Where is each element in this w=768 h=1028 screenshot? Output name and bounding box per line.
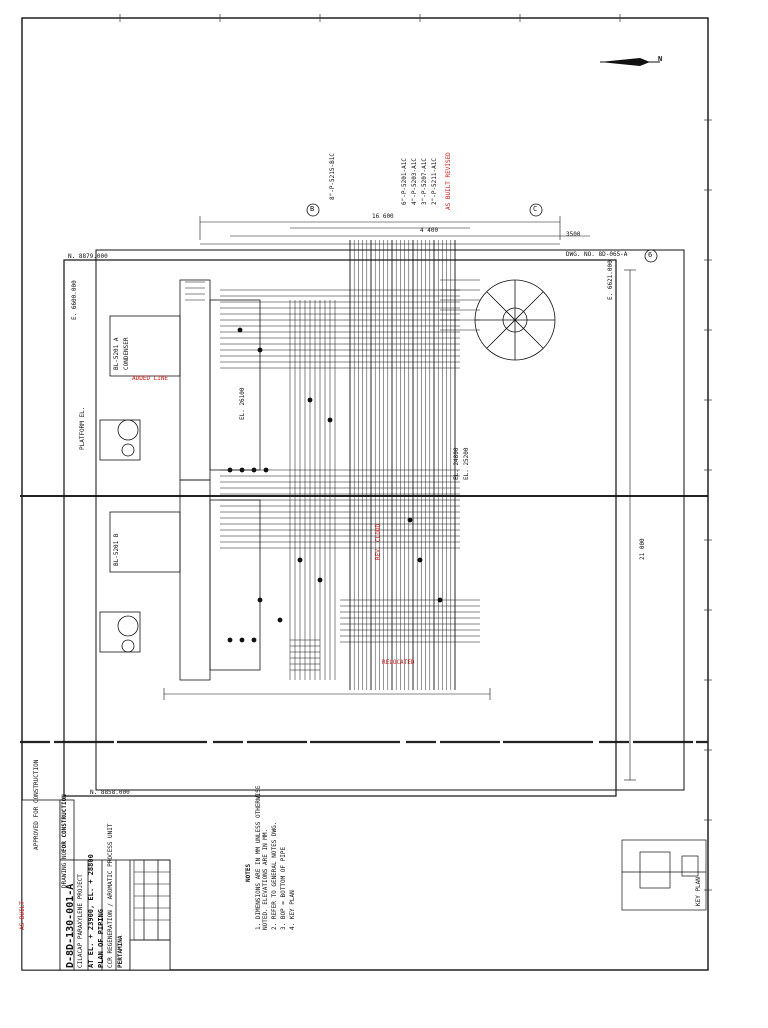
valve-icon bbox=[277, 617, 283, 623]
status-stamp: FOR CONSTRUCTION bbox=[61, 794, 68, 852]
valve-icon bbox=[257, 597, 263, 603]
line-callout: 6"-P-5201-A1C bbox=[401, 158, 408, 205]
grid-bubble-label: C bbox=[533, 205, 538, 213]
key-plan-box bbox=[621, 839, 707, 911]
coord-north-top: N. 8879.000 bbox=[68, 253, 108, 260]
line-callout: 3"-P-5207-A1C bbox=[421, 158, 428, 205]
approval-stamp: APPROVED FOR CONSTRUCTION bbox=[33, 759, 40, 850]
pipe-header-lines bbox=[220, 279, 480, 643]
line-callout: EL. 24800 bbox=[453, 447, 460, 480]
coord-east-left: E. 6600.000 bbox=[71, 280, 78, 320]
valve-icon bbox=[257, 347, 263, 353]
coord-north-bottom: N. 8858.000 bbox=[90, 789, 130, 796]
stair-symbol-upper bbox=[185, 281, 205, 301]
line-callout: 4"-P-5203-A1C bbox=[411, 158, 418, 205]
dim-segment-a: 4 400 bbox=[420, 227, 439, 234]
dwg-reference: DWG. NO. 8D-065-A bbox=[566, 251, 628, 258]
red-markup: AS BUILT REVISED bbox=[445, 152, 452, 210]
valve-icon bbox=[417, 557, 423, 563]
dim-segment-b: 3500 bbox=[566, 231, 581, 238]
equipment-upper bbox=[99, 279, 261, 481]
valve-symbols bbox=[227, 327, 443, 643]
drawing-title-line2: AT EL. + 23900, EL. + 28800 bbox=[87, 854, 95, 968]
title-block bbox=[21, 799, 171, 971]
compressor-tag-upper: BL-5201 A bbox=[113, 337, 120, 370]
pipe-rack-lines bbox=[289, 240, 456, 690]
valve-icon bbox=[251, 637, 257, 643]
valve-icon bbox=[327, 417, 333, 423]
valve-icon bbox=[437, 597, 443, 603]
equipment-lower bbox=[99, 479, 261, 681]
grid-bubble-6 bbox=[644, 249, 658, 263]
unit-name: CCR REGENERATION / AROMATIC PROCESS UNIT bbox=[107, 823, 114, 969]
red-markup: ADDED LINE bbox=[132, 375, 169, 382]
line-callout: EL. 25200 bbox=[463, 447, 470, 480]
valve-icon bbox=[251, 467, 257, 473]
plan-boundary-left bbox=[63, 259, 617, 797]
valve-icon bbox=[239, 637, 245, 643]
valve-icon bbox=[317, 577, 323, 583]
line-callout: EL. 26100 bbox=[239, 387, 246, 420]
platform-note: PLATFORM EL. bbox=[79, 406, 86, 450]
right-border-ticks bbox=[704, 119, 712, 891]
company-name: PERTAMINA bbox=[117, 935, 124, 968]
coord-east-right: E. 6621.000 bbox=[607, 260, 614, 300]
valve-icon bbox=[227, 637, 233, 643]
top-border-ticks bbox=[119, 14, 621, 22]
line-callout: 2"-P-5211-A1C bbox=[431, 158, 438, 205]
valve-icon bbox=[407, 517, 413, 523]
red-markup: AS BUILT bbox=[19, 901, 26, 930]
dim-right-vertical: 21 000 bbox=[639, 538, 646, 560]
key-plan-label: KEY PLAN bbox=[695, 877, 702, 906]
note-line: 4. KEY PLAN bbox=[289, 890, 296, 930]
stair-symbol-lower bbox=[290, 639, 320, 671]
valve-icon bbox=[239, 467, 245, 473]
red-markup: RELOCATED bbox=[382, 659, 415, 666]
note-line: 2. REFER TO GENERAL NOTES DWG. bbox=[271, 821, 278, 930]
grid-bubble-b bbox=[306, 203, 320, 217]
drawing-title-line1: PLAN OF PIPING bbox=[97, 908, 105, 968]
note-line: 3. BOP = BOTTOM OF PIPE bbox=[280, 846, 287, 930]
dimension-lines bbox=[163, 216, 636, 781]
equipment-note: CONDENSER bbox=[123, 337, 130, 370]
drawing-number-label: DRAWING NO. bbox=[61, 848, 68, 888]
valve-icon bbox=[227, 467, 233, 473]
line-callout: 8"-P-5215-B1C bbox=[329, 153, 336, 200]
north-label: N bbox=[658, 55, 663, 63]
north-arrow-icon bbox=[600, 58, 660, 66]
grid-bubble-label: B bbox=[310, 205, 315, 213]
red-markup: REV. CLOUD bbox=[375, 523, 382, 560]
valve-icon bbox=[237, 327, 243, 333]
grid-bubble-label: 6 bbox=[648, 251, 653, 259]
vessel-plan bbox=[474, 279, 556, 361]
drawing-number: D-8D-130-001-A bbox=[65, 883, 76, 968]
notes-header: NOTES bbox=[245, 863, 252, 882]
project-name: CILACAP PARAXYLENE PROJECT bbox=[77, 874, 84, 968]
compressor-tag-lower: BL-5201 B bbox=[113, 533, 120, 566]
valve-icon bbox=[307, 397, 313, 403]
grid-bubble-c bbox=[529, 203, 543, 217]
revision-table bbox=[133, 859, 171, 941]
valve-icon bbox=[263, 467, 269, 473]
dim-overall-top: 16 600 bbox=[372, 213, 394, 220]
sheet-border bbox=[21, 17, 709, 971]
plan-boundary-right bbox=[95, 249, 685, 791]
valve-icon bbox=[297, 557, 303, 563]
note-line: NOTED. ELEVATIONS ARE IN MM. bbox=[262, 828, 269, 930]
